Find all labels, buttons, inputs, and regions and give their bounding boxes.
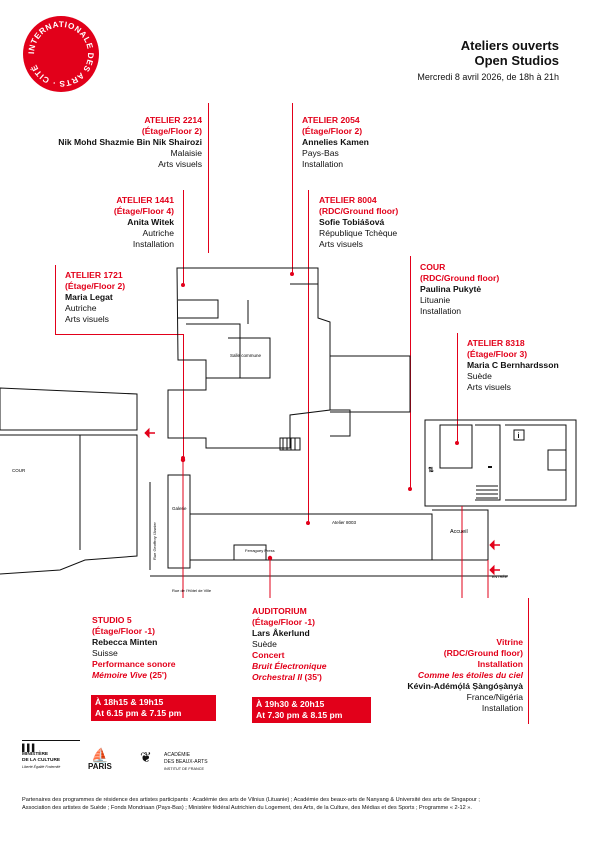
label-studio-5: STUDIO 5 (Étage/Floor -1) Rebecca Minten… (92, 615, 176, 680)
ministere-logo: ▌▌▌ MINISTÈRE DE LA CULTURE Liberté Égal… (22, 745, 61, 769)
label-atelier-1721: ATELIER 1721 (Étage/Floor 2) Maria Legat… (65, 270, 126, 324)
label-auditorium: AUDITORIUM (Étage/Floor -1) Lars Åkerlun… (252, 606, 327, 682)
label-atelier-8318: ATELIER 8318 (Étage/Floor 3) Maria C Ber… (467, 338, 559, 392)
map-label-salle: Salle commune (230, 353, 262, 358)
cite-logo: INTERNATIONALE DES ARTS · CITÉ (22, 15, 100, 93)
partners-text: Partenaires des programmes de résidence … (22, 797, 480, 811)
academie-logo: ❦ ACADÉMIE DES BEAUX-ARTS INSTITUT DE FR… (140, 749, 208, 771)
map-label-galerie: Galerie (172, 506, 187, 511)
map-label-atelier8003: Atelier 8003 (332, 520, 357, 525)
map-label-cour: COUR (12, 468, 26, 473)
label-atelier-2054: ATELIER 2054 (Étage/Floor 2) Annelies Ka… (302, 115, 369, 169)
elevator-icon: ⇅ (428, 466, 434, 474)
label-atelier-2214: ATELIER 2214 (Étage/Floor 2) Nik Mohd Sh… (58, 115, 202, 169)
label-atelier-8004: ATELIER 8004 (RDC/Ground floor) Sofie To… (319, 195, 399, 249)
map-label-entree: ENTRÉE (492, 574, 508, 579)
map-label-info: i (518, 433, 520, 440)
auditorium-times-badge: À 19h30 & 20h15 At 7.30 pm & 8.15 pm (252, 697, 371, 723)
label-vitrine: Vitrine (RDC/Ground floor) Installation … (407, 637, 523, 713)
studio5-times-badge: À 18h15 & 19h15 At 6.15 pm & 7.15 pm (91, 695, 216, 721)
label-cour: COUR (RDC/Ground floor) Paulina Pukytė L… (420, 262, 500, 316)
paris-ship-icon: ⛵ (91, 747, 109, 763)
event-date: Mercredi 8 avril 2026, de 18h à 21h (417, 72, 559, 82)
floor-plan-map: COUR Salle commune Galerie Atelier 8003 … (0, 267, 577, 598)
paris-logo: ⛵ PARIS (88, 747, 112, 771)
label-atelier-1441: ATELIER 1441 (Étage/Floor 4) Anita Witek… (113, 195, 174, 249)
logo-seal-icon: INTERNATIONALE DES ARTS · CITÉ (23, 16, 99, 92)
map-label-rue-geoffroy: Rue Geoffroy l'Asnier (152, 522, 157, 560)
map-label-rue-hotel: Rue de l'Hôtel de Ville (172, 588, 212, 593)
map-label-accueil: Accueil (450, 529, 468, 535)
page-title: Ateliers ouverts Open Studios (460, 38, 559, 68)
map-label-ferraguey: Ferraguey Press (245, 548, 275, 553)
laurel-icon: ❦ (140, 749, 152, 765)
